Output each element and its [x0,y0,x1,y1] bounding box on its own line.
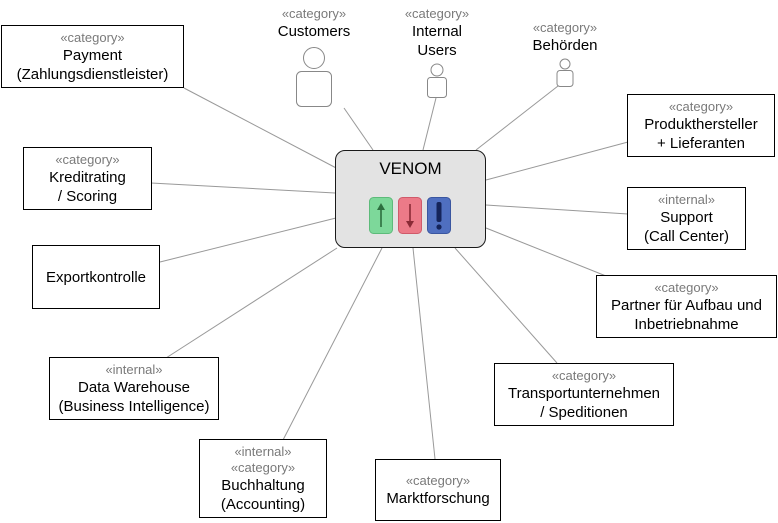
connector-customers [343,107,374,151]
node-label-line: Payment [62,46,123,64]
node-kreditrating[interactable]: «category» Kreditrating / Scoring [23,147,152,210]
stereotype-label: «category» [230,459,296,475]
node-label-line: Marktforschung [386,489,490,507]
connector-data-warehouse [165,247,338,359]
node-partner[interactable]: «category» Partner für Aufbau und Inbetr… [596,275,777,338]
node-label-line: (Accounting) [220,495,306,513]
actor-person-icon [556,58,574,87]
node-label-line: Exportkontrolle [45,268,147,286]
stereotype-label: «category» [404,6,470,21]
stereotype-label: «category» [654,279,719,295]
node-label-line: (Call Center) [643,227,730,245]
node-label: Transportunternehmen / Speditionen [508,384,660,422]
actor-internal-users[interactable]: «category» Internal Users [396,6,478,99]
connector-payment [183,87,341,171]
connector-produkthersteller [485,141,629,181]
actor-label: Behörden [532,36,597,55]
node-data-warehouse[interactable]: «internal» Data Warehouse (Business Inte… [49,357,219,420]
stereotype-label: «category» [281,6,347,21]
stereotype-label: «category» [55,151,120,167]
connector-behoerden [475,85,559,151]
node-label-line: Inbetriebnahme [634,315,739,333]
node-label: Data Warehouse (Business Intelligence) [59,378,210,416]
actor-customers[interactable]: «category» Customers [268,6,360,108]
connector-kreditrating [150,182,336,194]
actor-person-icon [427,63,447,98]
stereotype-label: «internal» [234,443,292,459]
actor-label-line: Customers [277,23,351,40]
node-label-line: Transportunternehmen [507,384,661,402]
venom-system-box[interactable]: VENOM [335,150,486,248]
node-label-line: Kreditrating [49,168,126,186]
node-label: Exportkontrolle [46,268,146,287]
connector-partner [485,227,607,277]
connector-exportkontrolle [159,217,337,263]
stereotype-label: «category» [60,29,125,45]
connector-internal-users [422,97,437,151]
actor-label: Internal Users [412,22,462,60]
up-arrow-icon [369,197,393,234]
stereotype-label: «internal» [657,191,716,207]
actor-label: Customers [278,22,351,41]
venom-icon-group [369,197,451,234]
node-label: Partner für Aufbau und Inbetriebnahme [611,296,762,334]
node-label-line: + Lieferanten [656,134,745,152]
node-transport[interactable]: «category» Transportunternehmen / Spedit… [494,363,674,426]
node-label-line: Partner für Aufbau und [611,296,762,314]
node-label: Marktforschung [386,489,489,508]
node-label-line: Data Warehouse [77,378,190,396]
connector-transport [454,247,558,364]
stereotype-label: «category» [551,367,617,383]
actor-label-line: Behörden [532,37,598,54]
stereotype-label: «category» [668,98,734,114]
stereotype-label: «category» [405,472,471,488]
actor-label-line: Users [417,42,457,59]
node-label-line: Support [660,208,713,226]
node-payment[interactable]: «category» Payment (Zahlungsdienstleiste… [1,25,184,88]
node-label: Buchhaltung (Accounting) [221,476,305,514]
node-label: Support (Call Center) [644,208,729,246]
node-label: Kreditrating / Scoring [49,168,126,206]
node-label-line: (Business Intelligence) [58,397,210,415]
connector-buchhaltung [282,247,383,441]
node-label-line: Produkthersteller [644,115,758,133]
node-label-line: Buchhaltung [221,476,305,494]
actor-behoerden[interactable]: «category» Behörden [520,20,610,88]
node-label: Payment (Zahlungsdienstleister) [17,46,169,84]
node-label: Produkthersteller + Lieferanten [644,115,757,153]
node-produkthersteller[interactable]: «category» Produkthersteller + Lieferant… [627,94,775,157]
down-arrow-icon [398,197,422,234]
stereotype-label: «internal» [105,361,163,377]
node-exportkontrolle[interactable]: Exportkontrolle [32,245,160,309]
connector-support [485,204,629,215]
node-label-line: (Zahlungsdienstleister) [16,65,169,83]
node-support[interactable]: «internal» Support (Call Center) [627,187,746,250]
connector-marktforschung [412,247,436,460]
exclamation-icon [427,197,451,234]
node-label-line: / Scoring [57,187,118,205]
node-buchhaltung[interactable]: «internal» «category» Buchhaltung (Accou… [199,439,327,518]
actor-label-line: Internal [411,23,463,40]
stereotype-label: «category» [532,20,598,35]
node-marktforschung[interactable]: «category» Marktforschung [375,459,501,521]
node-label-line: / Speditionen [540,403,628,421]
venom-title: VENOM [379,159,442,178]
actor-person-icon [296,47,332,107]
